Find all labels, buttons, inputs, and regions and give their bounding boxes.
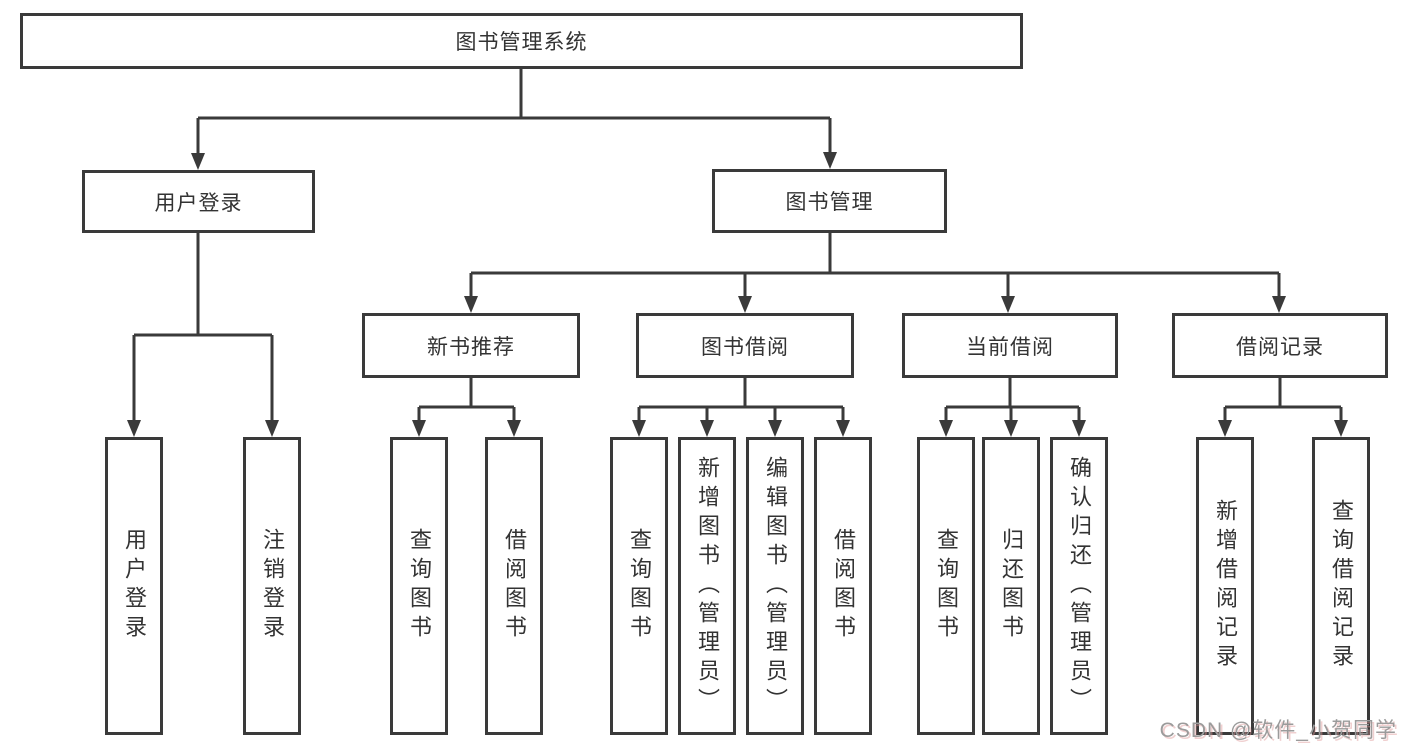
leaf-add-borrow-record: 新增借阅记录 [1196,437,1254,735]
arrowhead-icon [1272,296,1286,313]
leaf-confirm-return-admin: 确认归还（管理员） [1050,437,1108,735]
leaf-query-borrow-record: 查询借阅记录 [1312,437,1370,735]
leaf-logout: 注销登录 [243,437,301,735]
arrowhead-icon [507,420,521,437]
connector-records-to-leaves [1223,377,1343,423]
arrowhead-icon [1334,420,1348,437]
node-borrowing-records: 借阅记录 [1172,313,1388,378]
leaf-label: 用户登录 [122,528,147,644]
leaf-user-login: 用户登录 [105,437,163,735]
node-user-login: 用户登录 [82,170,315,233]
connector-bookborrow-to-leaves [637,377,845,423]
arrowhead-icon [836,420,850,437]
connector-newbook-to-leaves [417,377,516,423]
leaf-label: 借阅图书 [502,528,527,644]
leaf-label: 查询图书 [627,528,652,644]
arrowhead-icon [412,420,426,437]
node-book-borrowing: 图书借阅 [636,313,854,378]
leaf-edit-book-admin: 编辑图书（管理员） [746,437,804,735]
arrowhead-icon [939,420,953,437]
leaf-label: 注销登录 [260,528,285,644]
arrowhead-icon [738,296,752,313]
arrowhead-icon [768,420,782,437]
leaf-query-books-current: 查询图书 [917,437,975,735]
node-book-management: 图书管理 [712,169,947,233]
arrowhead-icon [127,420,141,437]
leaf-label: 查询图书 [934,528,959,644]
leaf-label: 借阅图书 [831,528,856,644]
arrowheads [127,152,1348,437]
arrowhead-icon [191,153,205,170]
arrowhead-icon [1072,420,1086,437]
leaf-label: 编辑图书（管理员） [763,455,788,717]
connector-userlogin-to-leaves [132,233,274,423]
leaf-borrow-books: 借阅图书 [814,437,872,735]
leaf-label: 查询图书 [407,528,432,644]
node-new-book-recommend: 新书推荐 [362,313,580,378]
arrowhead-icon [823,152,837,169]
node-current-borrowing: 当前借阅 [902,313,1118,378]
node-library-management-system: 图书管理系统 [20,13,1023,69]
arrowhead-icon [1004,420,1018,437]
leaf-label: 查询借阅记录 [1329,499,1354,673]
arrowhead-icon [1001,296,1015,313]
arrowhead-icon [632,420,646,437]
leaf-label: 新增借阅记录 [1213,499,1238,673]
leaf-label: 新增图书（管理员） [695,455,720,717]
leaf-return-book: 归还图书 [982,437,1040,735]
arrowhead-icon [1218,420,1232,437]
leaf-add-book-admin: 新增图书（管理员） [678,437,736,735]
leaf-query-books-recommend: 查询图书 [390,437,448,735]
arrowhead-icon [265,420,279,437]
leaf-label: 归还图书 [999,528,1024,644]
leaf-borrow-books-recommend: 借阅图书 [485,437,543,735]
arrowhead-icon [464,296,478,313]
connector-root-to-level2 [196,69,832,156]
arrowhead-icon [700,420,714,437]
csdn-watermark: CSDN @软件_小贺同学 [1159,719,1397,742]
connector-bookmgmt-to-level3 [469,233,1281,299]
leaf-query-books-borrow: 查询图书 [610,437,668,735]
leaf-label: 确认归还（管理员） [1067,455,1092,717]
connector-currentborrow-to-leaves [944,377,1081,423]
